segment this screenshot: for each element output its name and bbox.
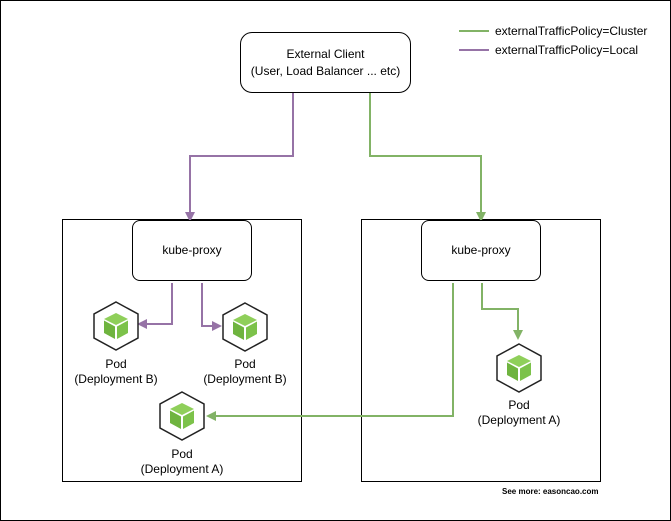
pod-label-a-right: Pod (Deployment A) xyxy=(464,398,574,428)
pod-name: Pod xyxy=(105,357,127,371)
cube-icon xyxy=(222,302,268,352)
left-kube-proxy-label: kube-proxy xyxy=(162,243,222,257)
pod-deployment: (Deployment A) xyxy=(477,413,561,427)
pod-name: Pod xyxy=(171,447,193,461)
external-client-subtitle: (User, Load Balancer ... etc) xyxy=(250,63,401,78)
pod-deployment: (Deployment A) xyxy=(140,462,224,476)
pod-name: Pod xyxy=(508,398,530,412)
edge-client-to-left-proxy xyxy=(185,93,294,222)
edge-proxy-to-pod-b2 xyxy=(201,283,222,331)
left-node-box xyxy=(62,219,302,482)
pod-label-b1: Pod (Deployment B) xyxy=(61,357,171,387)
pod-label-a-left: Pod (Deployment A) xyxy=(127,447,237,477)
edge-client-to-right-proxy xyxy=(369,93,486,222)
pod-deployment: (Deployment B) xyxy=(74,372,158,386)
edge-right-proxy-to-left-pod-a xyxy=(206,283,454,421)
right-kube-proxy-label: kube-proxy xyxy=(451,243,511,257)
legend-cluster-label: externalTrafficPolicy=Cluster xyxy=(495,24,648,38)
left-kube-proxy: kube-proxy xyxy=(132,220,252,281)
right-kube-proxy: kube-proxy xyxy=(421,220,541,281)
cube-icon xyxy=(496,343,542,393)
edge-proxy-to-pod-b1 xyxy=(137,283,173,329)
edge-right-proxy-to-pod-a xyxy=(481,283,523,340)
pod-name: Pod xyxy=(234,357,256,371)
external-client-title: External Client xyxy=(286,46,365,61)
footer-credit: See more: easoncao.com xyxy=(502,487,599,496)
cube-icon xyxy=(159,391,205,441)
external-client-node: External Client (User, Load Balancer ...… xyxy=(240,32,411,93)
pod-label-b2: Pod (Deployment B) xyxy=(190,357,300,387)
cube-icon xyxy=(93,301,139,351)
legend-local-label: externalTrafficPolicy=Local xyxy=(495,43,639,57)
pod-deployment: (Deployment B) xyxy=(203,372,287,386)
